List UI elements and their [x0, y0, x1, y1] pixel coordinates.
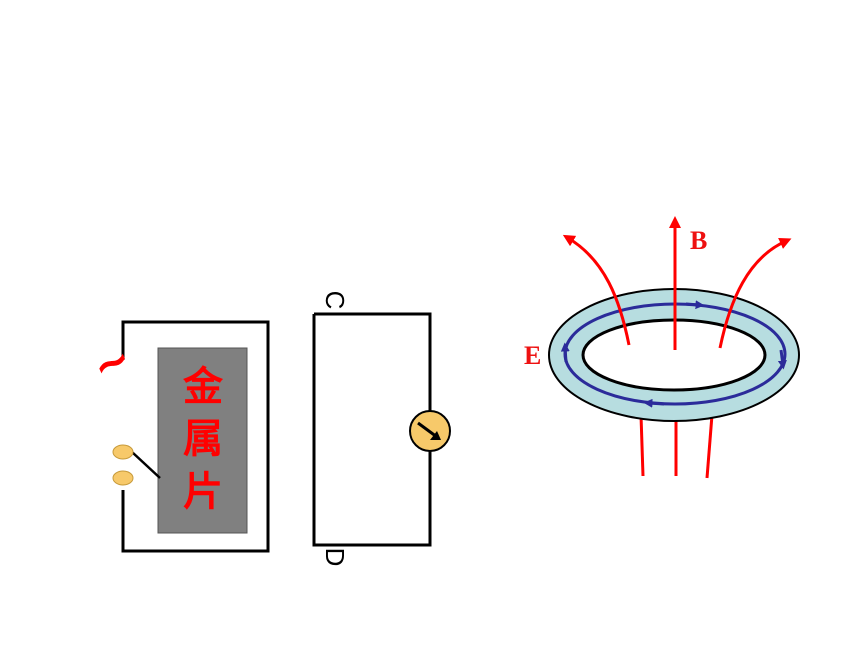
- galvanometer-circuit: C D: [312, 291, 451, 567]
- plate-char-3: 片: [183, 469, 223, 515]
- terminal-label-c: C: [320, 291, 350, 310]
- terminal-bottom[interactable]: [112, 470, 134, 486]
- e-arrow-left: [560, 342, 570, 363]
- terminal-top[interactable]: [112, 444, 134, 460]
- field-line-upper-right: [718, 237, 792, 349]
- field-line-upper-left: [562, 234, 631, 346]
- ac-symbol: ~: [84, 332, 139, 394]
- e-arrow-bottom: [643, 398, 665, 408]
- field-line-lower-left: [639, 414, 645, 477]
- label-b: B: [690, 226, 707, 255]
- ring-field-diagram: B E: [524, 216, 801, 479]
- galvanometer-icon: [409, 410, 451, 452]
- e-arrow-right: [777, 349, 787, 370]
- e-arrow-top: [685, 300, 705, 310]
- label-e: E: [524, 341, 541, 370]
- middle-circuit-wire: [312, 312, 432, 547]
- plate-char-1: 金: [182, 364, 224, 410]
- plate-lead-wire: [131, 451, 161, 479]
- metal-plate-circuit: ~ 金 属 片: [84, 320, 270, 553]
- terminal-label-d: D: [320, 548, 350, 567]
- plate-char-2: 属: [183, 416, 223, 462]
- metal-plate: [157, 347, 248, 534]
- left-circuit-wire: [121, 320, 270, 553]
- field-line-lower-right: [705, 414, 714, 479]
